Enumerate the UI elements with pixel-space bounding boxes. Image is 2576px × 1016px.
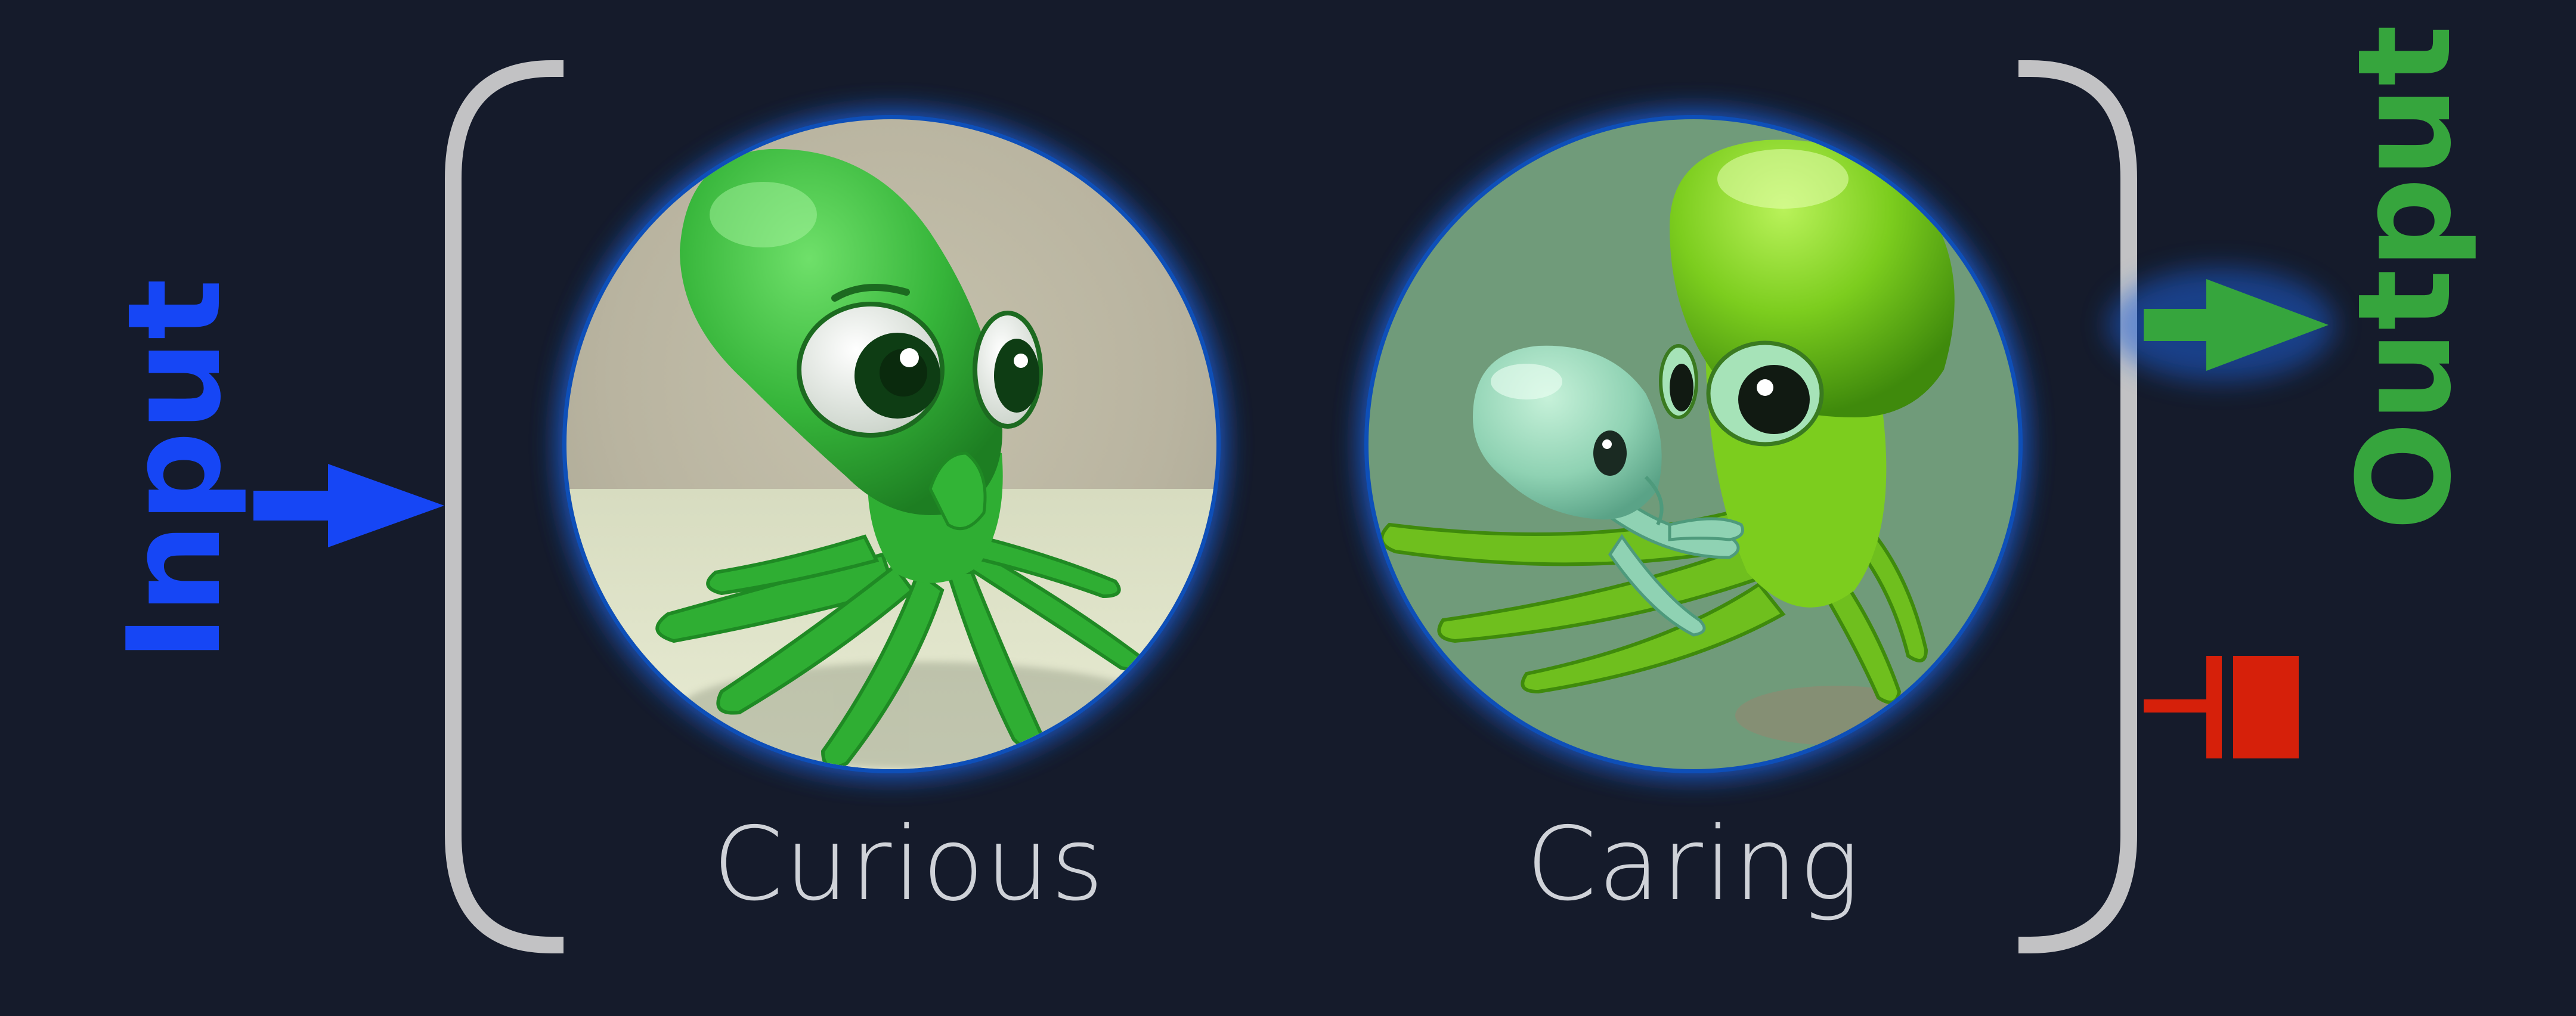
right-bracket <box>2018 60 2137 953</box>
curious-caption: Curious <box>713 806 1105 924</box>
caring-octopus-image <box>1360 110 2027 778</box>
input-arrow <box>253 464 444 547</box>
left-bracket <box>445 60 564 953</box>
output-label: Output <box>2330 24 2479 531</box>
input-label: Input <box>100 278 249 662</box>
blocked-symbol <box>2144 656 2299 758</box>
caring-caption: Caring <box>1526 806 1861 924</box>
output-arrow <box>2108 268 2334 382</box>
curious-octopus-image <box>558 110 1225 778</box>
